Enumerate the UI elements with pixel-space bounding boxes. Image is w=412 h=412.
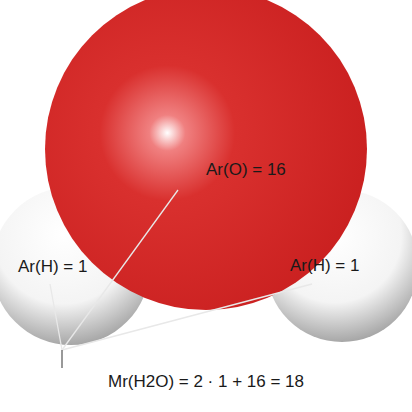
atomic-mass-label: Ar(H) = 1	[18, 257, 87, 277]
leader-line	[62, 190, 178, 350]
atomic-mass-label: Ar(H) = 1	[290, 256, 359, 276]
leader-line	[50, 284, 62, 350]
leader-line	[61, 350, 62, 368]
formula-caption: Mr(H2O) = 2 · 1 + 16 = 18	[0, 372, 412, 392]
atomic-mass-label: Ar(O) = 16	[206, 160, 286, 180]
sphere-fill	[45, 0, 367, 310]
leader-line	[62, 284, 312, 350]
